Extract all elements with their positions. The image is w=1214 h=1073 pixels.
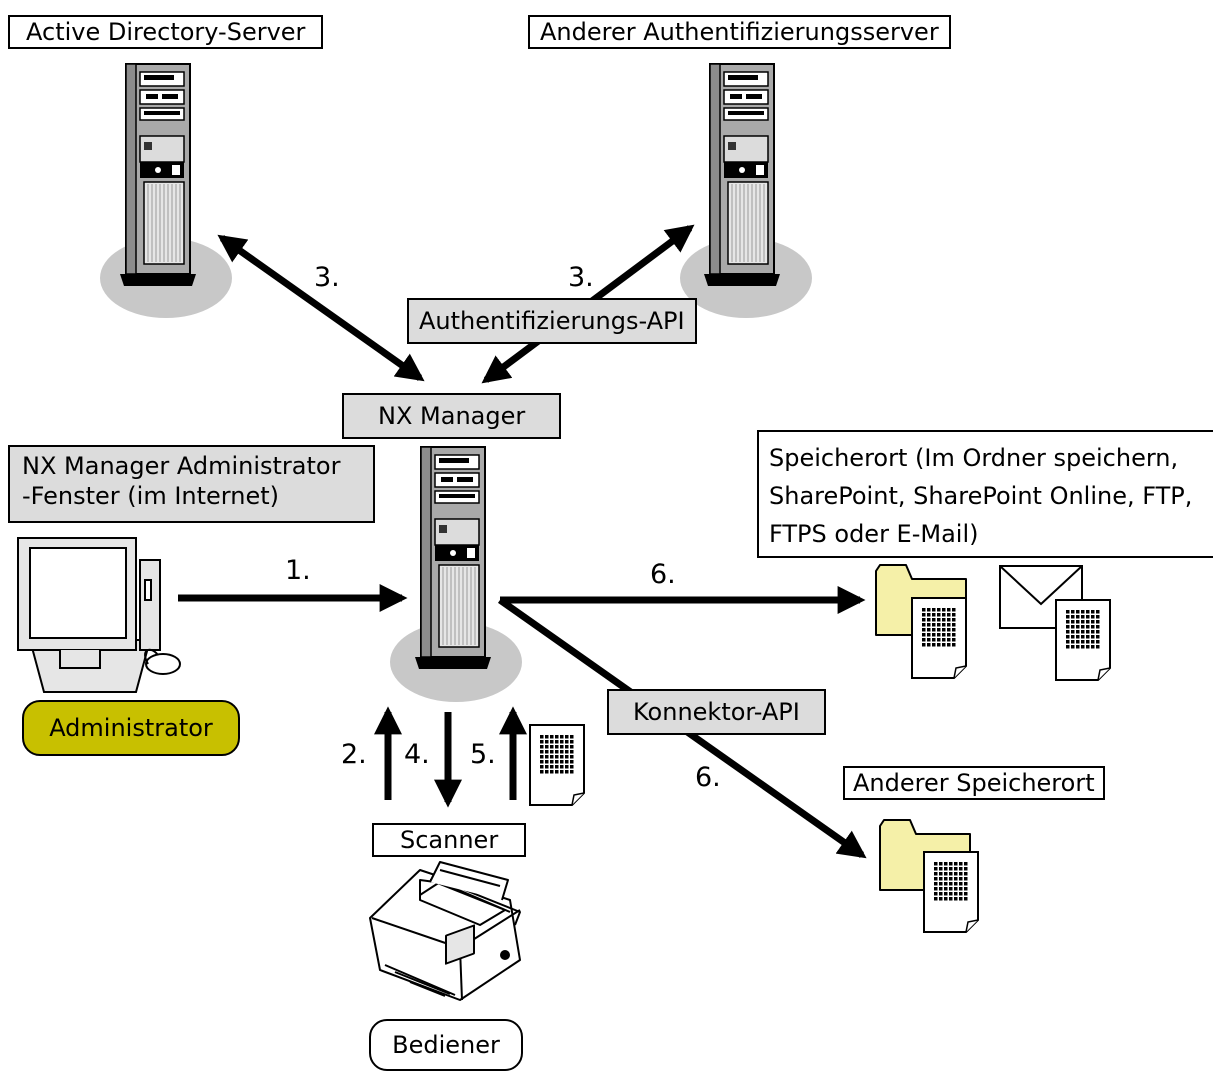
step-3-left: 3. xyxy=(314,262,340,293)
scanner-device-icon xyxy=(369,861,521,1001)
step-2: 2. xyxy=(341,739,367,770)
arrow-nx-to-active-directory xyxy=(217,234,425,382)
other-storage-folder-icon xyxy=(879,819,979,933)
other-storage-label: Anderer Speicherort xyxy=(843,766,1105,800)
admin-window-line-2: -Fenster (im Internet) xyxy=(22,482,280,510)
step-3-right: 3. xyxy=(568,262,594,293)
admin-window-line-1: NX Manager Administrator xyxy=(22,452,341,480)
step-1: 1. xyxy=(285,555,311,586)
other-auth-server-label: Anderer Authentifizierungsserver xyxy=(528,15,951,49)
scanner-label: Scanner xyxy=(372,823,527,857)
connector-api-label: Konnektor-API xyxy=(607,689,826,735)
active-directory-server-icon xyxy=(100,63,232,318)
admin-computer-icon xyxy=(17,537,181,693)
other-auth-server-icon xyxy=(680,63,812,318)
folder-icon xyxy=(875,564,967,679)
step-6-top: 6. xyxy=(650,559,676,590)
storage-line-2: SharePoint, SharePoint Online, FTP, xyxy=(769,482,1193,510)
auth-api-label: Authentifizierungs-API xyxy=(407,298,697,344)
nx-manager-server-icon xyxy=(390,446,522,702)
step-5: 5. xyxy=(470,739,496,770)
storage-line-3: FTPS oder E-Mail) xyxy=(769,520,979,548)
storage-line-1: Speicherort (Im Ordner speichern, xyxy=(769,444,1179,472)
step-4: 4. xyxy=(404,739,430,770)
administrator-badge: Administrator xyxy=(22,700,240,756)
active-directory-server-label: Active Directory-Server xyxy=(8,15,324,49)
scanned-document-icon xyxy=(529,724,585,806)
step-6-bottom: 6. xyxy=(695,762,721,793)
operator-badge: Bediener xyxy=(369,1019,523,1071)
storage-label: Speicherort (Im Ordner speichern, ShareP… xyxy=(757,430,1213,558)
envelope-icon xyxy=(999,565,1111,681)
nx-manager-label: NX Manager xyxy=(342,393,562,439)
admin-window-label: NX Manager Administrator -Fenster (im In… xyxy=(8,445,375,523)
